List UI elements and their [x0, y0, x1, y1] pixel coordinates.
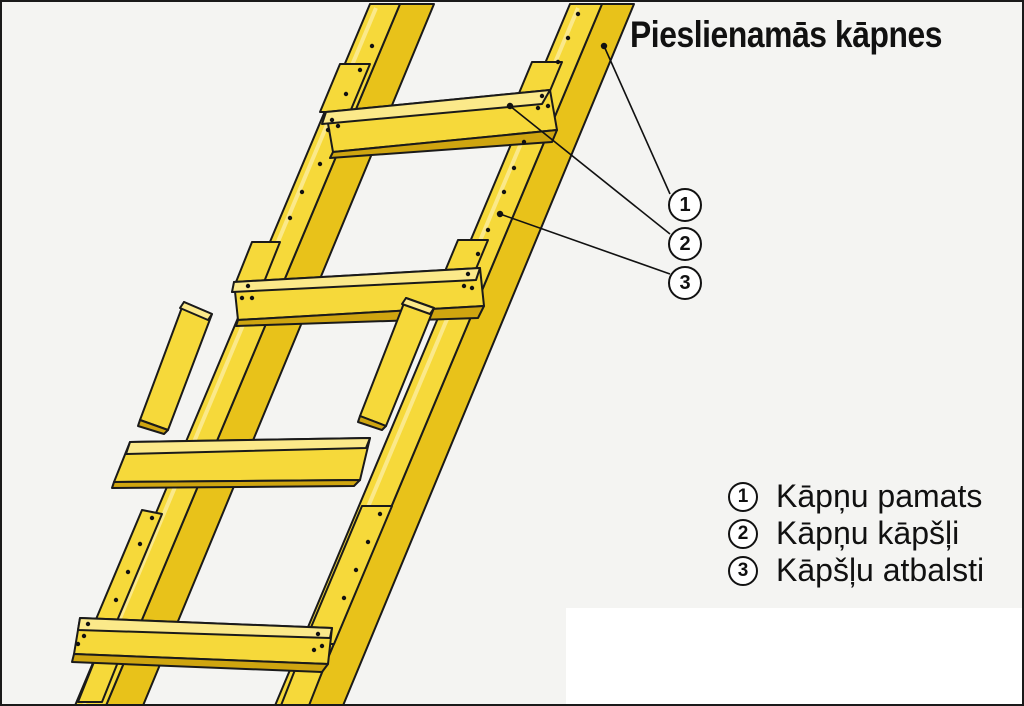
legend-number: 1	[728, 481, 758, 512]
legend-item-3: 3 Kāpšļu atbalsti	[728, 552, 984, 589]
screw-dots	[75, 11, 581, 653]
legend-item-2: 2 Kāpņu kāpšļi	[728, 515, 984, 552]
legend: 1 Kāpņu pamats 2 Kāpņu kāpšļi 3 Kāpšļu a…	[728, 478, 984, 589]
legend-number: 2	[728, 518, 758, 549]
legend-panel	[566, 608, 1022, 704]
callout-marker-3: 3	[668, 266, 702, 300]
callout-marker-2: 2	[668, 227, 702, 261]
rung-bottom	[71, 617, 333, 673]
diagram-title: Pieslienamās kāpnes	[630, 14, 942, 55]
legend-label: Kāpņu pamats	[776, 478, 983, 514]
rung-middle	[231, 239, 489, 327]
rung-top	[319, 61, 563, 159]
leader-lines	[499, 45, 671, 275]
legend-number: 3	[728, 555, 758, 586]
legend-label: Kāpšļu atbalsti	[776, 552, 985, 588]
loose-cleat-right	[357, 297, 435, 431]
leader-dots	[496, 42, 608, 218]
loose-rung	[111, 437, 371, 489]
legend-label: Kāpņu kāpšļi	[776, 515, 960, 551]
legend-item-1: 1 Kāpņu pamats	[728, 478, 984, 515]
lower-cleats	[77, 505, 393, 704]
callout-marker-1: 1	[668, 188, 702, 222]
loose-cleat-left	[137, 301, 213, 435]
